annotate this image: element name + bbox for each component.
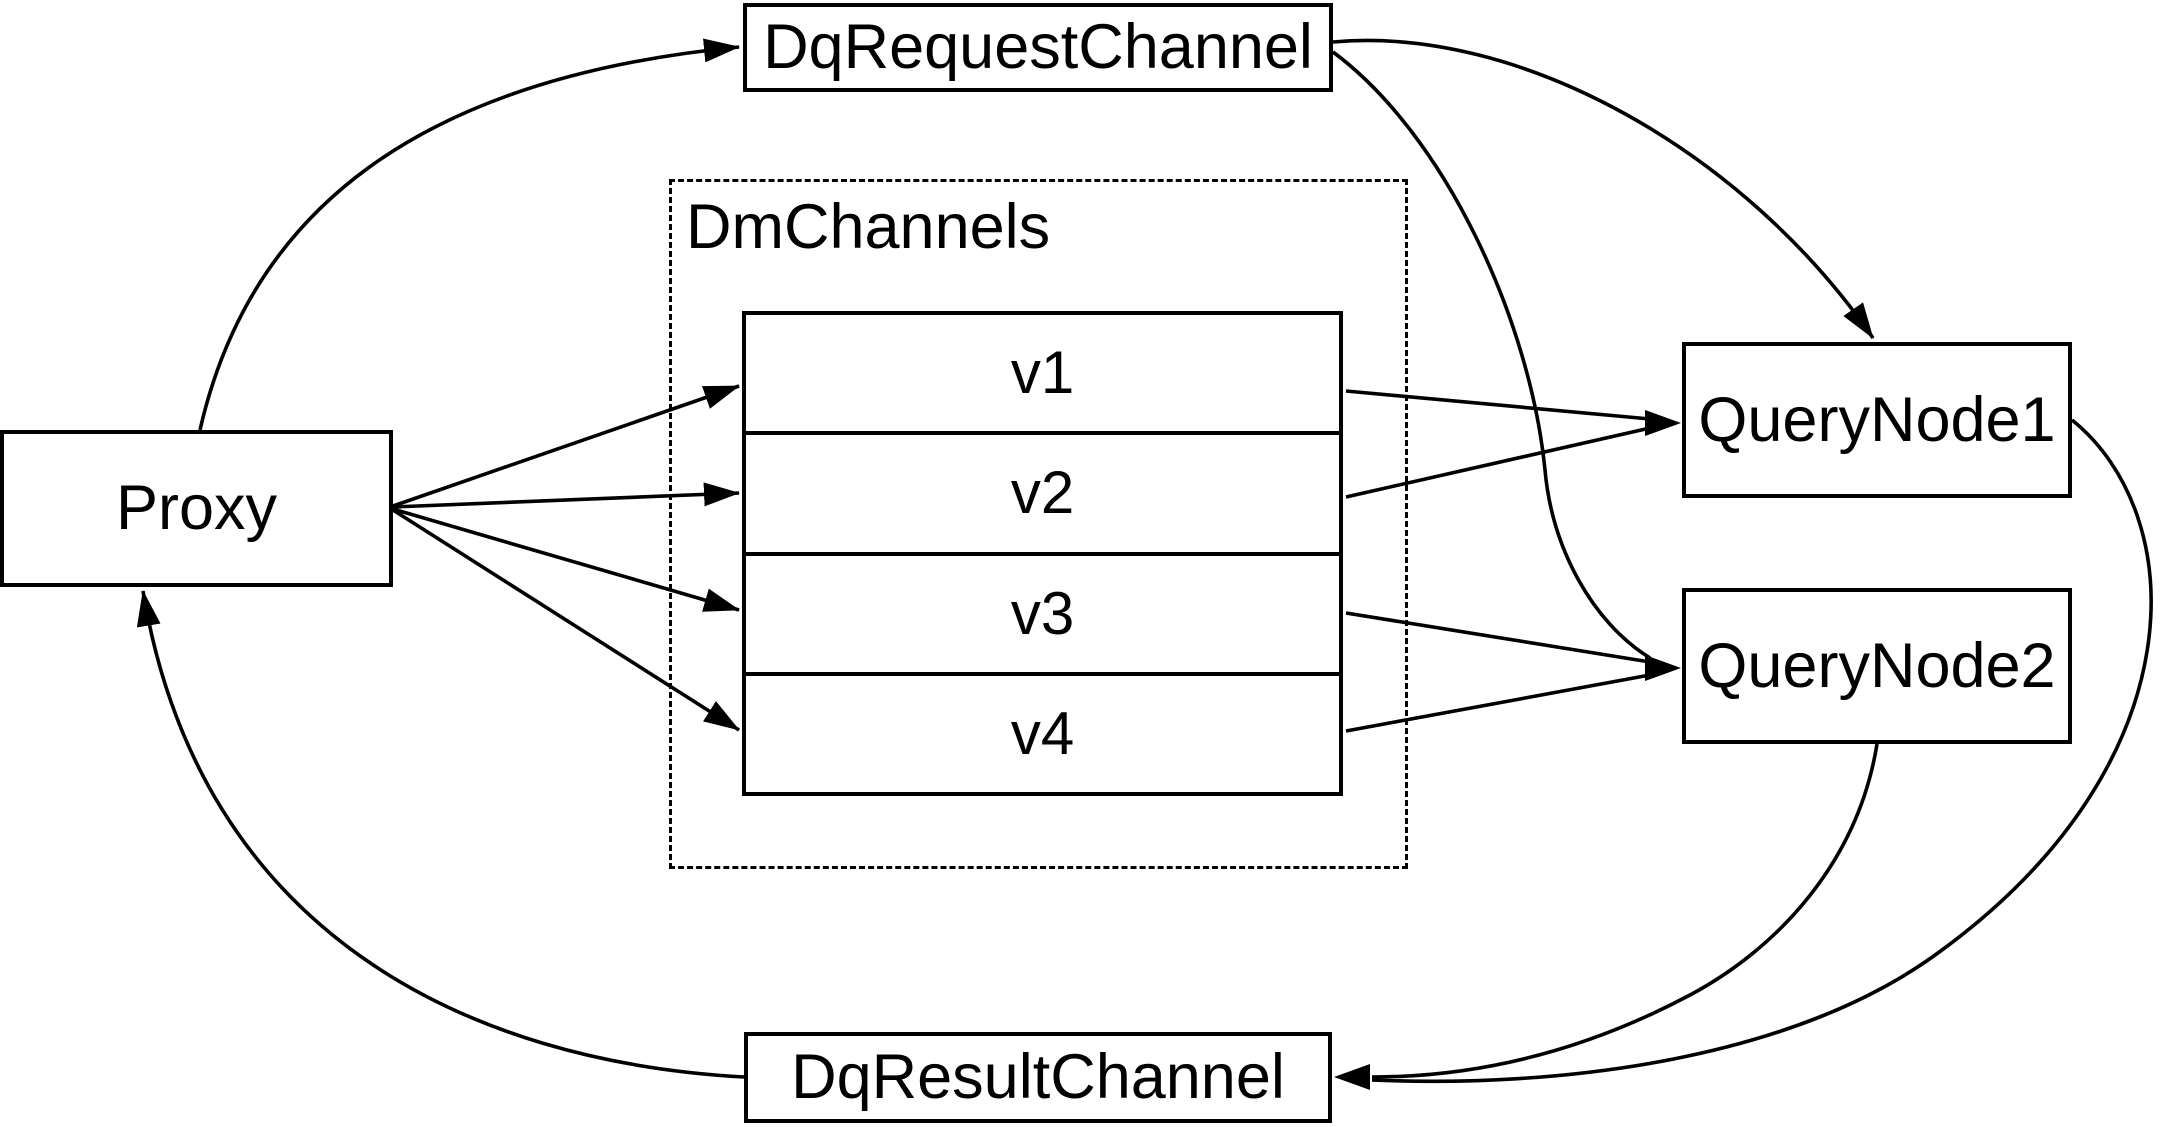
edge-dqresultchannel-to-proxy <box>136 590 745 1079</box>
arrowhead-querynode1-left-icon <box>1645 410 1681 436</box>
arrowhead-querynode2-left-icon <box>1645 655 1681 681</box>
edge-dqrequestchannel-to-querynode2 <box>1331 50 1651 660</box>
edge-proxy-to-v2 <box>392 482 740 509</box>
edge-proxy-to-dqrequestchannel <box>198 38 740 431</box>
channel-row-v4: v4 <box>746 671 1339 792</box>
dm-channels-group: DmChannels v1 v2 v3 v4 <box>669 179 1408 869</box>
edge-v1-to-querynode1 <box>1345 389 1651 421</box>
dm-channels-stack: v1 v2 v3 v4 <box>742 311 1343 796</box>
node-dq-result-channel: DqResultChannel <box>744 1032 1332 1123</box>
edge-v4-to-querynode2 <box>1345 673 1651 733</box>
edge-querynode1-to-dqresultchannel <box>1371 418 2153 1084</box>
channel-row-v2: v2 <box>746 431 1339 551</box>
edge-v3-to-querynode2 <box>1345 611 1651 664</box>
channel-row-v1: v1 <box>1010 339 1075 407</box>
edge-proxy-to-v4 <box>392 508 740 732</box>
node-query-node-2: QueryNode2 <box>1682 588 2072 744</box>
edge-proxy-to-v1 <box>392 384 740 508</box>
edge-v2-to-querynode1 <box>1345 426 1651 499</box>
arrowhead-dqresultchannel-right-icon <box>1334 1064 1370 1090</box>
edge-dqrequestchannel-to-querynode1 <box>1332 38 1875 340</box>
node-proxy: Proxy <box>0 430 393 587</box>
node-query-node-1: QueryNode1 <box>1682 342 2072 498</box>
edge-proxy-to-v3 <box>392 507 740 612</box>
dm-channels-label: DmChannels <box>686 192 1051 262</box>
edge-querynode2-to-dqresultchannel <box>1371 743 1879 1079</box>
node-dq-request-channel: DqRequestChannel <box>743 3 1333 92</box>
channel-row-v3: v3 <box>746 551 1339 672</box>
